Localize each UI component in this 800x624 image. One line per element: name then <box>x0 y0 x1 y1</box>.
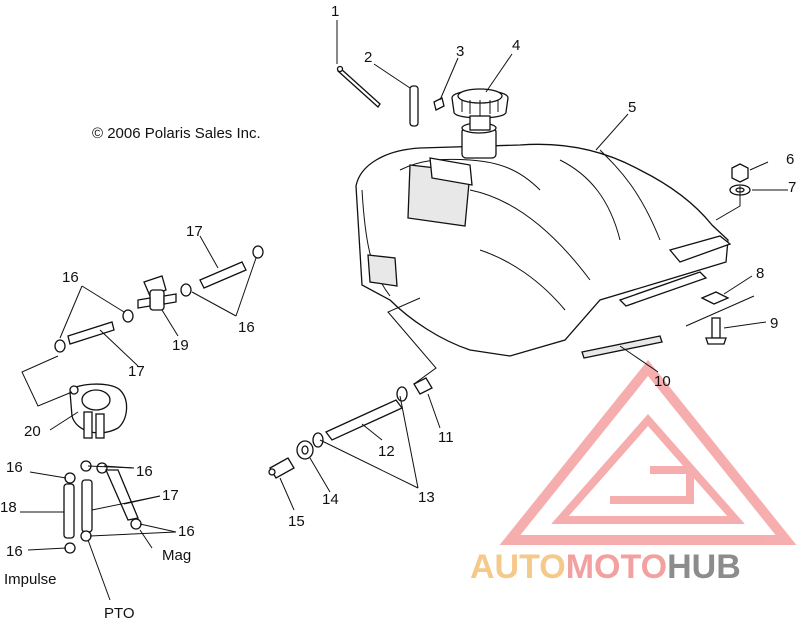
callout-17c: 17 <box>162 487 179 504</box>
fuel-filter <box>296 440 314 460</box>
hose-clamp <box>312 386 408 448</box>
fuel-hose <box>324 399 404 441</box>
callout-20: 20 <box>24 423 41 440</box>
watermark-moto: MOTO <box>566 548 667 586</box>
port-pto-label: PTO <box>104 605 135 622</box>
port-mag-label: Mag <box>162 547 191 564</box>
fuel-pump <box>69 383 128 439</box>
hose-middle <box>54 309 134 353</box>
callout-4: 4 <box>512 37 520 54</box>
logo-triangle-mid <box>551 413 745 524</box>
watermark-text: AUTOMOTOHUB <box>470 548 741 586</box>
callout-16f: 16 <box>6 543 23 560</box>
callout-16a: 16 <box>62 269 79 286</box>
callout-17b: 17 <box>128 363 145 380</box>
callout-5: 5 <box>628 99 636 116</box>
callout-16c: 16 <box>6 459 23 476</box>
port-impulse-label: Impulse <box>4 571 57 588</box>
port-labels: Impulse PTO Mag <box>4 547 191 622</box>
callout-8: 8 <box>756 265 764 282</box>
callout-16b: 16 <box>238 319 255 336</box>
logo-g-shape <box>610 466 694 504</box>
callout-12: 12 <box>378 443 395 460</box>
callout-15: 15 <box>288 513 305 530</box>
leader-lines <box>20 20 788 601</box>
mount-pad <box>700 291 730 305</box>
callout-6: 6 <box>786 151 794 168</box>
callout-1: 1 <box>331 3 339 20</box>
vent-strap <box>336 65 381 108</box>
vent-hose <box>409 85 419 127</box>
fuel-fitting <box>413 377 433 395</box>
callout-10: 10 <box>654 373 671 390</box>
callout-numbers: 1 2 3 4 5 6 7 8 9 10 11 12 13 14 15 17 1… <box>0 3 796 560</box>
callout-14: 14 <box>322 491 339 508</box>
callout-19: 19 <box>172 337 189 354</box>
vent-clip <box>433 97 445 111</box>
callout-11: 11 <box>438 429 454 446</box>
watermark-hub: HUB <box>667 548 741 586</box>
callout-2: 2 <box>364 49 372 66</box>
callout-9: 9 <box>770 315 778 332</box>
pump-hoses <box>63 460 142 554</box>
callout-18: 18 <box>0 499 17 516</box>
fuel-tank <box>355 122 732 357</box>
callout-16d: 16 <box>136 463 153 480</box>
mount-bolt <box>705 317 727 345</box>
callout-7: 7 <box>788 179 796 196</box>
fuel-valve-fitting <box>268 457 295 479</box>
callout-17a: 17 <box>186 223 203 240</box>
fuel-cap <box>451 88 509 131</box>
callout-16e: 16 <box>178 523 195 540</box>
copyright-text: © 2006 Polaris Sales Inc. <box>92 125 261 142</box>
logo-triangle-outer <box>499 360 797 545</box>
fuel-petcock <box>137 275 177 311</box>
callout-13: 13 <box>418 489 435 506</box>
hose-upper <box>180 245 264 297</box>
nut <box>731 163 749 183</box>
watermark-logo <box>499 360 797 545</box>
watermark-auto: AUTO <box>470 548 566 586</box>
callout-3: 3 <box>456 43 464 60</box>
